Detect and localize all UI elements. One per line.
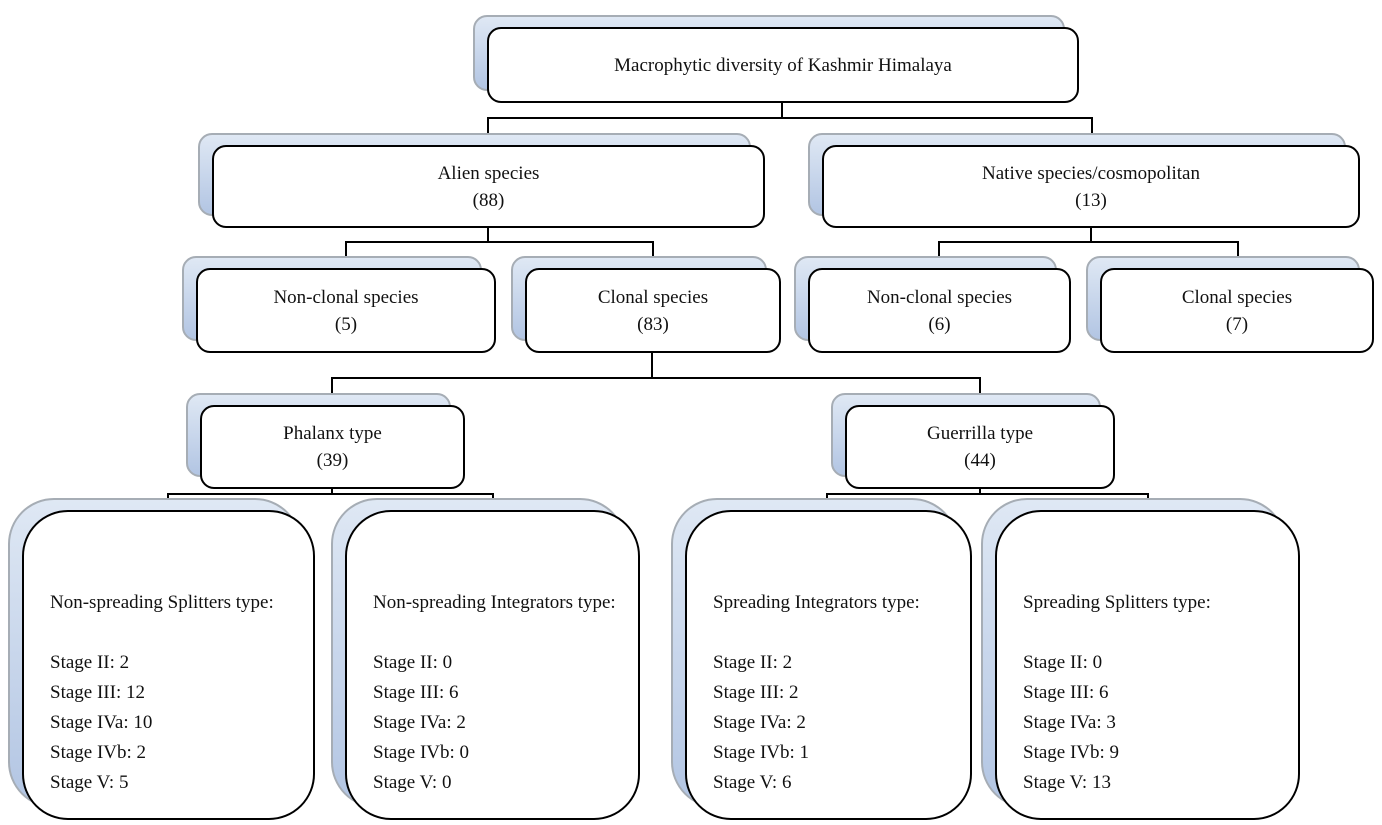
leaf-title: Non-spreading Splitters type: [50,592,274,613]
node-count: (83) [637,313,669,335]
connector-line [487,117,1093,119]
leaf-title: Spreading Integrators type: [713,592,920,613]
node-spreading-splitters: Spreading Splitters type: Stage II: 0 St… [981,498,1300,820]
node-count: (44) [964,450,996,471]
stage-line: Stage III: 12 [50,682,145,703]
node-count: (13) [1075,189,1107,211]
node-native-clonal: Clonal species (7) [1086,256,1374,353]
stage-line: Stage V: 6 [713,772,792,793]
stage-line: Stage III: 2 [713,682,799,703]
node-native-species: Native species/cosmopolitan (13) [808,133,1360,228]
stage-line: Stage II: 0 [373,652,453,673]
node-label: Alien species [437,162,540,184]
connector-line [979,489,981,495]
connector-line [331,377,981,379]
node-phalanx-type: Phalanx type (39) [186,393,465,489]
node-label: Macrophytic diversity of Kashmir Himalay… [614,54,952,76]
leaf-title: Spreading Splitters type: [1023,592,1211,613]
node-label: Clonal species [1181,286,1293,308]
node-native-nonclonal: Non-clonal species (6) [794,256,1071,353]
node-alien-nonclonal: Non-clonal species (5) [182,256,496,353]
node-label: Non-clonal species [866,286,1013,308]
stage-line: Stage II: 0 [1023,652,1103,673]
connector-line [651,353,653,379]
connector-line [938,241,1239,243]
connector-line [487,228,489,243]
node-nonspreading-integrators: Non-spreading Integrators type: Stage II… [331,498,640,820]
stage-line: Stage IVa: 2 [713,712,806,733]
stage-line: Stage IVb: 9 [1023,742,1120,763]
stage-line: Stage IVa: 2 [373,712,466,733]
connector-line [826,493,1149,495]
stage-line: Stage V: 0 [373,772,452,793]
node-alien-clonal: Clonal species (83) [511,256,781,353]
node-count: (7) [1225,313,1249,335]
connector-line [781,103,783,119]
node-label: Clonal species [597,286,709,308]
connector-line [1090,228,1092,243]
node-count: (39) [316,450,349,471]
node-spreading-integrators: Spreading Integrators type: Stage II: 2 … [671,498,972,820]
stage-line: Stage IVb: 2 [50,742,147,763]
connector-line [331,489,333,495]
stage-line: Stage V: 5 [50,772,129,793]
node-count: (6) [928,313,951,335]
node-count: (5) [334,313,358,335]
leaf-title: Non-spreading Integrators type: [373,592,616,613]
stage-line: Stage IVb: 1 [713,742,810,763]
stage-line: Stage V: 13 [1023,772,1111,793]
node-label: Native species/cosmopolitan [982,162,1200,184]
stage-line: Stage III: 6 [1023,682,1109,703]
stage-line: Stage III: 6 [373,682,459,703]
node-label: Guerrilla type [926,423,1034,444]
stage-line: Stage II: 2 [50,652,130,673]
node-guerrilla-type: Guerrilla type (44) [831,393,1115,489]
node-label: Phalanx type [283,423,382,444]
stage-line: Stage IVb: 0 [373,742,470,763]
connector-line [345,241,654,243]
node-nonspreading-splitters: Non-spreading Splitters type: Stage II: … [8,498,315,820]
node-count: (88) [472,189,505,211]
stage-line: Stage II: 2 [713,652,793,673]
stage-line: Stage IVa: 3 [1023,712,1116,733]
node-root: Macrophytic diversity of Kashmir Himalay… [473,15,1079,103]
connector-line [167,493,494,495]
node-label: Non-clonal species [273,286,419,308]
stage-line: Stage IVa: 10 [50,712,153,733]
node-alien-species: Alien species (88) [198,133,765,228]
